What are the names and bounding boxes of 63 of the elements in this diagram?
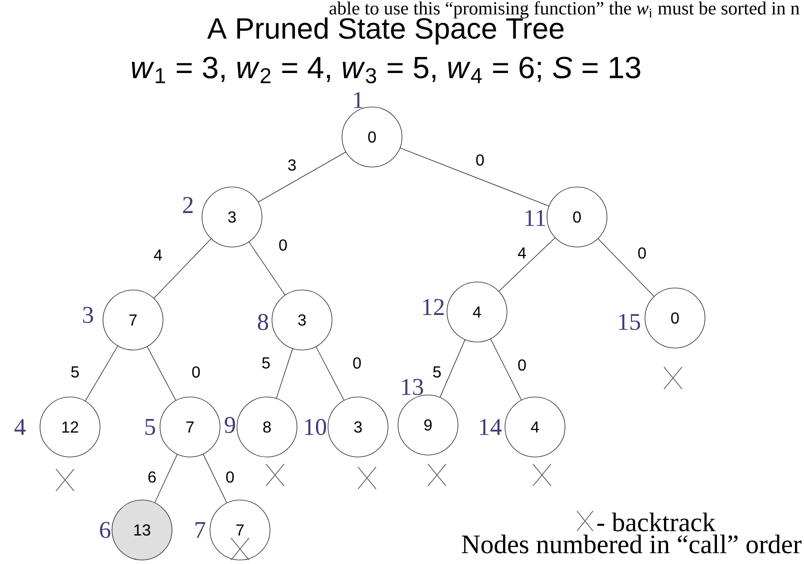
edge-label: 4	[516, 246, 528, 260]
tree-edge	[400, 148, 550, 206]
edge-label: 0	[190, 365, 202, 379]
tree-node: 0	[644, 288, 706, 348]
call-number: 7	[196, 522, 206, 538]
weights-line: w$_{1}$ = 3, w$_{2}$ = 4, w$_{3}$ = 5, w$_{4}$ = 6; S = 13	[132, 56, 640, 84]
tree-node: 7	[210, 500, 270, 560]
tree-edge	[490, 338, 522, 400]
tree-node: 0	[546, 186, 608, 248]
call-number: 2	[183, 197, 193, 213]
edge-label: 0	[351, 356, 363, 370]
tree-edge	[498, 238, 556, 292]
call-number: 9	[224, 416, 236, 434]
tree-edge	[146, 346, 176, 401]
tree-edge	[598, 238, 654, 297]
tree-node: 3	[272, 290, 332, 350]
tree-node: 9	[398, 394, 458, 456]
call-number: 6	[100, 522, 110, 538]
sentence: able to use this “promising function” the w$_{i}$ must be sorted in n	[330, 1, 800, 18]
tree-node: 4	[504, 396, 566, 458]
tree-node: 12	[40, 396, 100, 458]
note: Nodes numbered in “call” order	[462, 534, 802, 554]
edge-label: 0	[224, 470, 236, 484]
tree-node: 0	[342, 106, 402, 168]
tree-edge	[440, 340, 466, 398]
title: A Pruned State Space Tree	[207, 17, 564, 45]
tree-node: 3	[328, 396, 388, 458]
edge-label: 0	[277, 238, 289, 252]
edge-label: 0	[474, 153, 486, 167]
call-number: 14	[480, 419, 502, 435]
tree-edge	[258, 152, 346, 202]
tree-edge	[316, 346, 344, 400]
call-number: 5	[145, 419, 156, 435]
tree-edge	[276, 348, 293, 398]
tree-edge	[154, 238, 212, 298]
call-number: 3	[83, 306, 94, 324]
tree-node: 4	[446, 282, 508, 342]
call-number: 15	[619, 314, 640, 330]
tree-edge	[248, 242, 286, 296]
tree-node: 7	[160, 396, 220, 458]
call-number: 10	[305, 418, 326, 436]
tree-node: 3	[202, 186, 262, 248]
edge-label: 5	[431, 365, 443, 379]
tree-edge	[85, 346, 118, 402]
tree-node: 7	[102, 290, 164, 350]
edge-label: 4	[152, 248, 164, 262]
call-number: 12	[423, 299, 444, 315]
call-number: 1	[354, 92, 363, 108]
edge-label: 0	[516, 358, 528, 372]
tree-node: 8	[236, 396, 298, 458]
edge-label: 3	[286, 158, 298, 172]
edge-label: 5	[260, 356, 272, 370]
edge-label: 0	[636, 246, 648, 260]
call-number: 13	[402, 378, 424, 396]
call-number: 11	[526, 210, 546, 226]
call-number: 4	[14, 419, 26, 435]
call-number: 8	[258, 314, 268, 330]
tree-edge	[202, 454, 228, 504]
edge-label: 6	[146, 470, 158, 484]
edge-label: 5	[69, 365, 81, 379]
legend-text: - backtrack	[597, 512, 716, 532]
tree-edge	[154, 454, 178, 503]
tree-node: 13	[112, 500, 172, 560]
